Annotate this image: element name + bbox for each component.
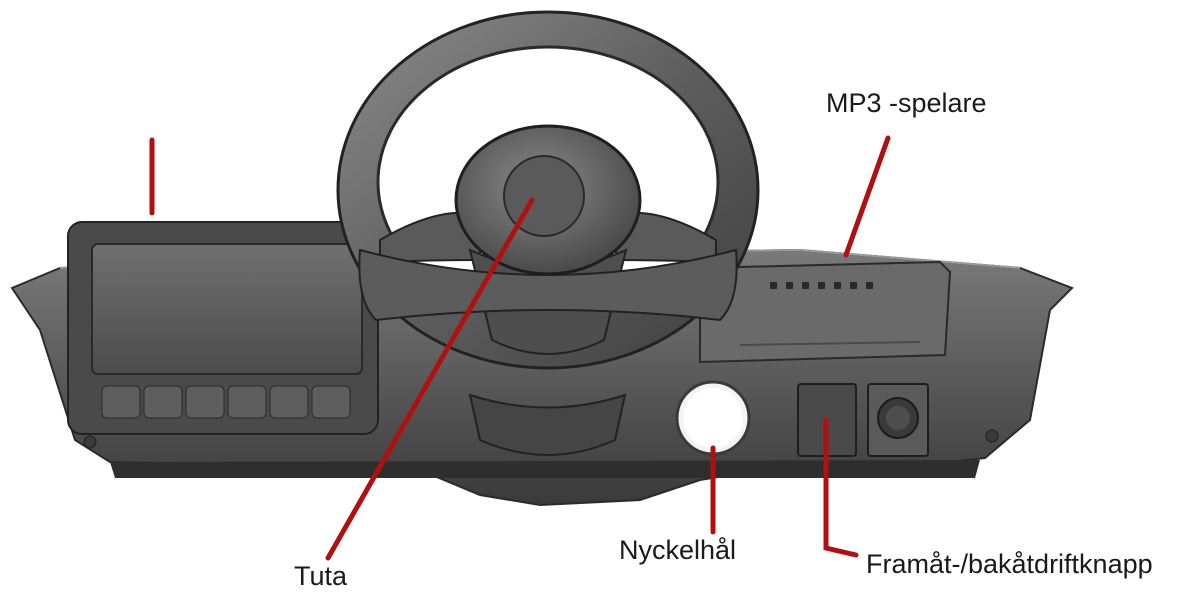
key-hole xyxy=(675,380,751,456)
pointer-framat xyxy=(823,417,859,558)
speed-knob xyxy=(867,383,929,457)
label-direction-switch: Framåt-/bakåtdriftknapp xyxy=(866,549,1153,579)
steering-wheel xyxy=(336,10,760,370)
steering-column xyxy=(468,393,627,456)
display-screen xyxy=(67,221,379,435)
pointer-mp3 xyxy=(843,135,891,258)
pointer-tuta xyxy=(325,197,535,561)
mp3-player-panel xyxy=(699,260,952,364)
pointer-lines xyxy=(149,135,891,561)
label-keyhole: Nyckelhål xyxy=(619,535,737,565)
label-mp3-player: MP3 -spelare xyxy=(826,88,987,118)
label-horn: Tuta xyxy=(294,561,348,591)
screen-buttons xyxy=(101,385,351,419)
